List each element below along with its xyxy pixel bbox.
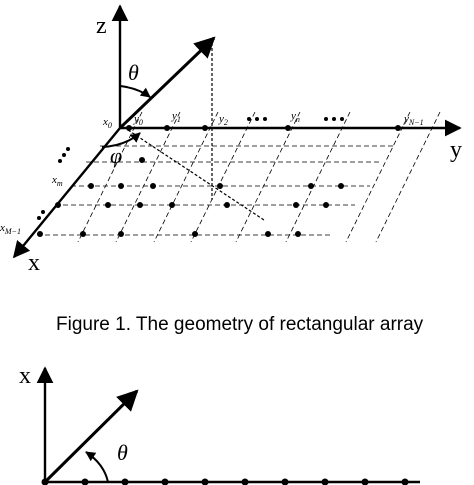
array-elements (37, 125, 401, 237)
yn-label: yn (290, 110, 300, 124)
grid-rows (37, 145, 395, 236)
array-element (224, 202, 230, 208)
grid-col-7 (345, 111, 411, 243)
phi-label: φ (110, 143, 122, 168)
array-element (241, 478, 249, 485)
array-element (164, 125, 170, 131)
array-element (55, 202, 61, 208)
array-element (121, 478, 129, 485)
projection-lines (127, 38, 265, 221)
array-element (321, 478, 329, 485)
array-element (281, 478, 289, 485)
x-axis (12, 127, 121, 259)
array-element (202, 125, 208, 131)
array-element (293, 202, 299, 208)
array-element (338, 183, 344, 189)
array-element (201, 478, 209, 485)
x0-label: x0 (102, 116, 112, 130)
array-elements-2 (41, 478, 409, 485)
array-element (361, 478, 369, 485)
array-element (217, 183, 223, 189)
direction-vector (118, 36, 216, 130)
array-element (105, 202, 111, 208)
array-element (285, 125, 291, 131)
xm-label: xm (51, 174, 63, 188)
grid-col-1 (77, 111, 143, 243)
theta-arc-2 (85, 451, 109, 483)
array-element (81, 478, 89, 485)
theta-label: θ (128, 60, 139, 85)
array-element (150, 183, 156, 189)
grid-col-8 (375, 111, 441, 243)
array-element (169, 202, 175, 208)
array-element (88, 183, 94, 189)
grid-col-5 (235, 111, 301, 243)
azimuth-projection (127, 129, 265, 221)
array-element (137, 202, 143, 208)
figure-1-rectangular-array: z y x θ φ x0 y0 y1 y2 yn yN−1 xm xM−1 Fi… (0, 4, 462, 335)
theta-2-label: θ (117, 440, 128, 465)
yN-label: yN−1 (403, 113, 424, 127)
phi-arc (101, 132, 141, 148)
grid-col-3 (153, 111, 219, 243)
array-element (80, 231, 86, 237)
array-element (161, 478, 169, 485)
y1-label: y1 (171, 110, 181, 124)
ellipsis-x-axis (37, 147, 70, 220)
figure-2-linear-array: x θ (19, 363, 420, 485)
array-element (41, 478, 49, 485)
x-axis-label: x (28, 250, 40, 276)
array-element (139, 157, 145, 163)
grid-col-6 (285, 111, 351, 243)
array-element (295, 231, 301, 237)
array-element (192, 231, 198, 237)
x-axis-2-label: x (19, 363, 31, 389)
array-element (118, 183, 124, 189)
y2-label: y2 (218, 113, 228, 127)
y-axis-label: y (450, 137, 462, 163)
grid-col-4 (190, 111, 256, 243)
figure-1-caption: Figure 1. The geometry of rectangular ar… (56, 314, 424, 335)
array-element (118, 231, 124, 237)
direction-vector-2 (43, 389, 139, 484)
grid-col-2 (115, 111, 181, 243)
array-element (265, 231, 271, 237)
z-axis-label: z (96, 13, 107, 39)
array-element (308, 183, 314, 189)
theta-arc (119, 85, 151, 98)
grid-columns (77, 111, 441, 243)
y0-label: y0 (133, 113, 143, 127)
ellipsis-y-axis (247, 117, 344, 121)
array-element (401, 478, 409, 485)
xM-label: xM−1 (0, 222, 21, 236)
array-element (126, 125, 132, 131)
array-element (323, 202, 329, 208)
array-element (395, 125, 401, 131)
array-element (37, 231, 43, 237)
